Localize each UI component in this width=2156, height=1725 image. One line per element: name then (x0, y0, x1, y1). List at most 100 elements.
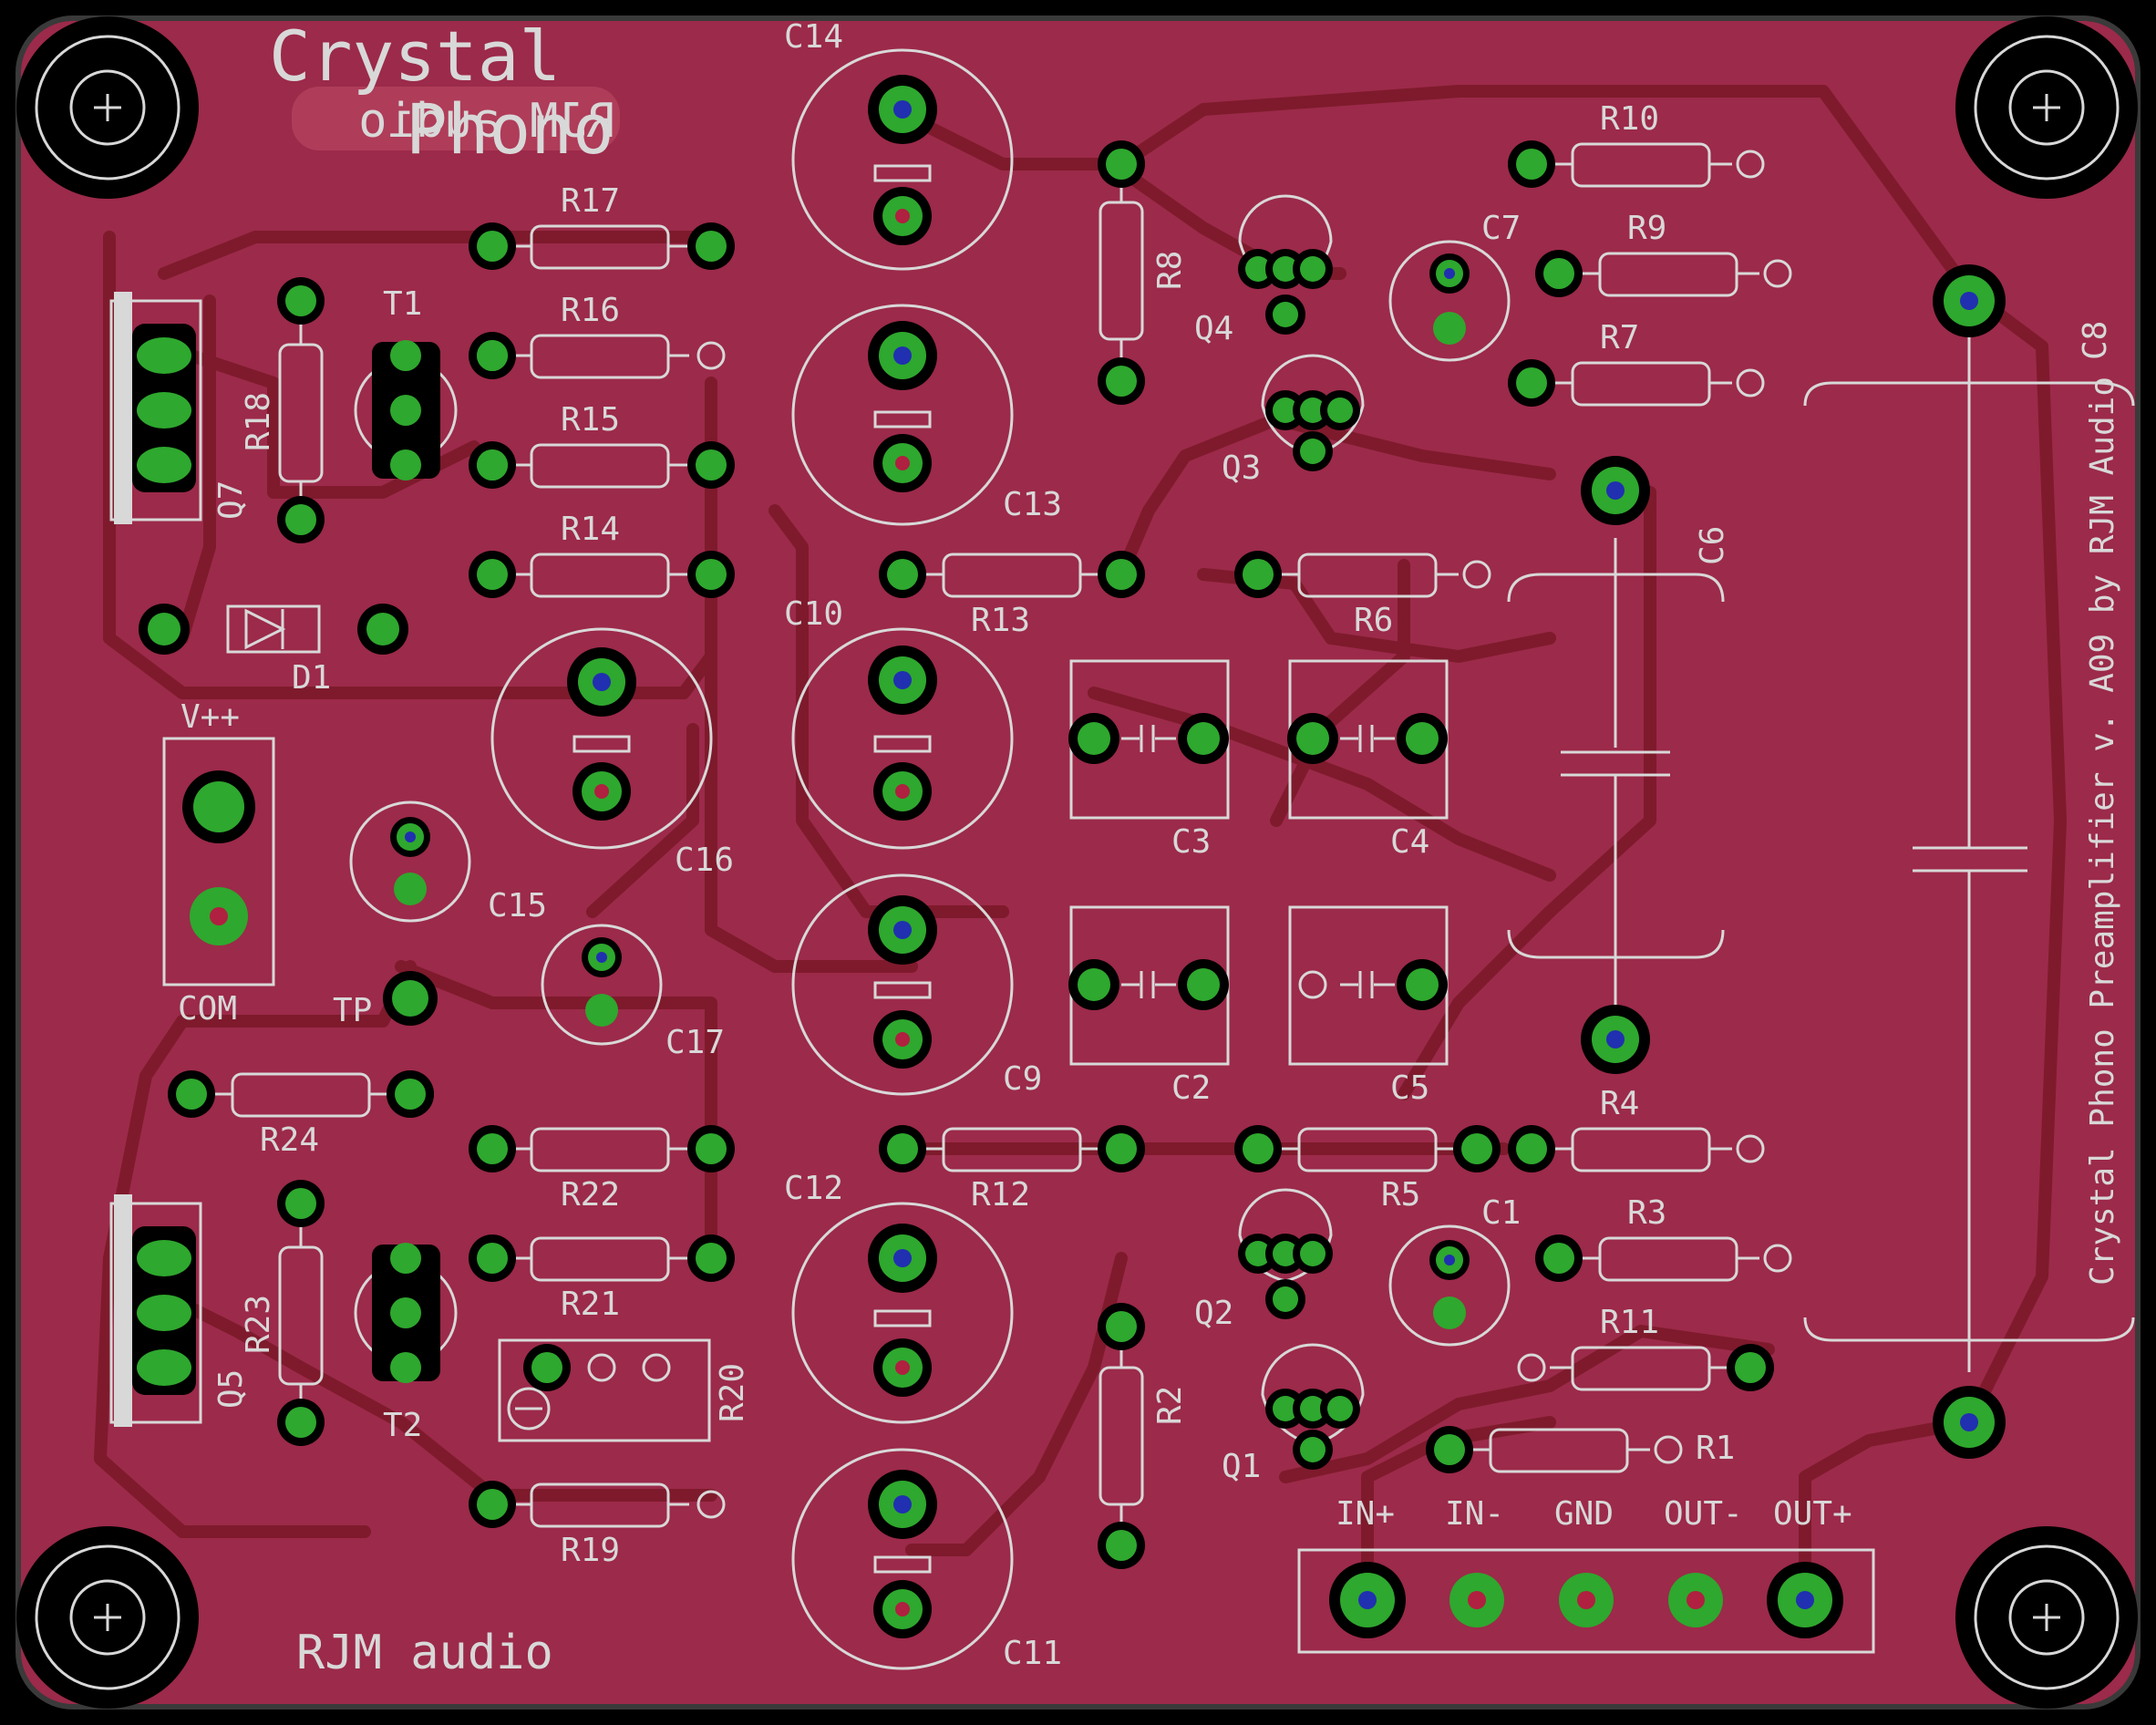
capacitor-C3 (1068, 659, 1230, 820)
label-C6: C6 (1694, 526, 1731, 565)
label-C11: C11 (1003, 1635, 1062, 1672)
label-C1: C1 (1481, 1194, 1521, 1232)
label-R14: R14 (561, 511, 620, 548)
label-C4: C4 (1390, 823, 1429, 861)
transistor-T2 (354, 1243, 458, 1383)
label-R17: R17 (561, 182, 620, 220)
label-R20: R20 (714, 1363, 751, 1422)
resistor-R14 (469, 551, 735, 598)
mounting-holes (16, 16, 2138, 1709)
copper-traces (94, 85, 2067, 1611)
capacitor-C2 (1068, 905, 1230, 1066)
label-R15: R15 (561, 401, 620, 439)
label-R6: R6 (1354, 602, 1393, 639)
title-line-2: Phono (406, 88, 614, 170)
label-Q2: Q2 (1194, 1295, 1233, 1332)
label-TP: TP (333, 992, 372, 1029)
label-R3: R3 (1627, 1194, 1666, 1232)
label-gnd: GND (1554, 1495, 1614, 1533)
label-R18: R18 (240, 392, 277, 451)
capacitor-C16 (490, 627, 713, 850)
resistor-R5 (1234, 1125, 1501, 1172)
io-connector (1297, 1548, 1875, 1654)
label-R4: R4 (1600, 1085, 1639, 1122)
resistor-R4 (1508, 1125, 1765, 1172)
capacitor-C6 (1507, 456, 1725, 1074)
resistor-R7 (1508, 359, 1765, 407)
resistor-R9 (1535, 250, 1792, 297)
resistor-R2 (1098, 1303, 1145, 1569)
label-C15: C15 (488, 887, 547, 924)
label-C2: C2 (1171, 1069, 1211, 1107)
label-Q4: Q4 (1194, 310, 1233, 347)
transistor-Q3 (1261, 354, 1365, 471)
transistor-Q5 (109, 1194, 202, 1427)
resistor-R3 (1535, 1234, 1792, 1282)
label-R13: R13 (971, 602, 1030, 639)
label-out-minus: OUT- (1664, 1495, 1743, 1533)
label-R21: R21 (561, 1286, 620, 1323)
label-C3: C3 (1171, 823, 1211, 861)
label-Q1: Q1 (1222, 1448, 1261, 1485)
transistors (109, 194, 1365, 1470)
label-com: COM (178, 990, 237, 1028)
capacitor-C9 (791, 873, 1014, 1096)
label-C8: C8 (2077, 321, 2114, 360)
resistor-R8 (1098, 140, 1145, 405)
diode-D1 (139, 604, 408, 655)
pcb-board (15, 15, 2141, 1710)
label-R24: R24 (260, 1121, 319, 1159)
label-R22: R22 (561, 1176, 620, 1214)
label-T2: T2 (383, 1407, 422, 1444)
label-R1: R1 (1696, 1430, 1735, 1467)
label-R19: R19 (561, 1532, 620, 1569)
resistor-R13 (879, 551, 1145, 598)
label-C7: C7 (1481, 210, 1521, 247)
resistor-R18 (277, 277, 325, 543)
test-point (383, 971, 438, 1118)
label-C13: C13 (1003, 486, 1062, 523)
label-in-plus: IN+ (1336, 1495, 1395, 1533)
capacitor-C12 (791, 1202, 1014, 1424)
designator-labels: C14 C13 C10 C9 C12 C11 C16 C15 C17 C7 C1… (178, 18, 2114, 1672)
label-R12: R12 (971, 1176, 1030, 1214)
resistor-R6 (1234, 551, 1491, 598)
label-R11: R11 (1600, 1304, 1659, 1341)
electrolytic-capacitors-small (349, 240, 1511, 1347)
power-header (162, 737, 275, 986)
label-R23: R23 (240, 1295, 277, 1354)
resistor-R10 (1508, 140, 1765, 188)
resistor-R12 (879, 1125, 1145, 1172)
transistor-Q7 (109, 292, 202, 524)
label-C16: C16 (675, 842, 734, 879)
capacitor-C13 (791, 304, 1014, 526)
resistor-R22 (469, 1125, 735, 1172)
label-Q7: Q7 (212, 480, 250, 520)
resistor-R19 (469, 1481, 726, 1528)
label-R5: R5 (1381, 1176, 1420, 1214)
label-T1: T1 (383, 285, 422, 323)
transistor-Q4 (1238, 194, 1333, 335)
resistor-R1 (1426, 1426, 1683, 1473)
footer-text: RJM audio (296, 1626, 553, 1680)
label-C14: C14 (784, 18, 843, 56)
resistor-R23 (277, 1180, 325, 1446)
label-in-minus: IN- (1445, 1495, 1504, 1533)
electrolytic-capacitors-large (490, 48, 1014, 1670)
label-C12: C12 (784, 1170, 843, 1207)
capacitor-C1 (1388, 1224, 1511, 1347)
label-R9: R9 (1627, 210, 1666, 247)
transistor-T1 (354, 340, 508, 480)
capacitor-C7 (1388, 240, 1511, 362)
capacitor-C11 (791, 1448, 1014, 1670)
transistor-Q2 (1238, 1188, 1333, 1319)
capacitor-C4 (1287, 659, 1449, 820)
label-C5: C5 (1390, 1069, 1429, 1107)
label-D1: D1 (292, 659, 331, 697)
capacitor-C8 (1803, 264, 2135, 1459)
label-C9: C9 (1003, 1060, 1042, 1098)
label-R8: R8 (1151, 251, 1189, 290)
label-R7: R7 (1600, 319, 1639, 356)
capacitor-C17 (541, 924, 663, 1046)
